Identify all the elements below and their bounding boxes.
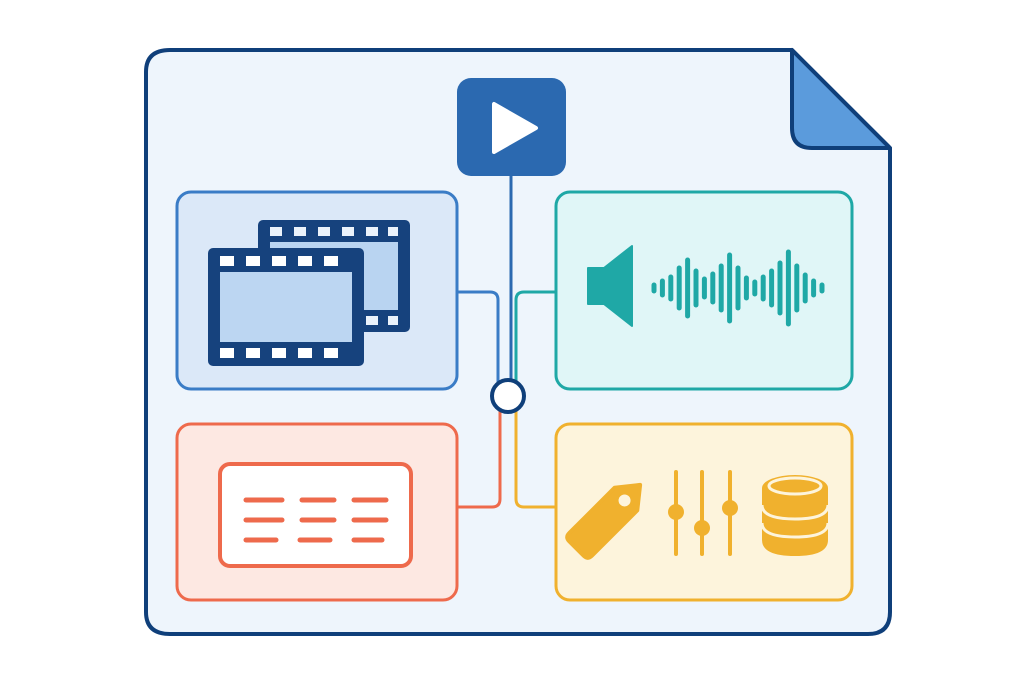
speaker-waveform-icon [587, 245, 825, 327]
database-icon [760, 475, 830, 556]
audio-track-panel[interactable] [554, 190, 854, 391]
folded-corner-icon [790, 48, 892, 150]
subtitle-track-panel[interactable] [175, 422, 459, 602]
speaker-icon [587, 245, 633, 327]
subtitles-icon [218, 462, 413, 568]
video-track-panel[interactable] [175, 190, 459, 391]
video-connector [458, 290, 500, 385]
metadata-connector [514, 410, 556, 509]
audio-connector [514, 290, 556, 385]
junction-node [490, 378, 526, 414]
film-strip-icon [208, 220, 410, 366]
metadata-panel[interactable] [554, 422, 854, 602]
sliders-icon [668, 470, 738, 556]
waveform-icon [651, 249, 825, 327]
subtitle-connector [458, 410, 502, 509]
tag-icon [565, 482, 643, 560]
connector-lines [458, 176, 556, 509]
play-button-icon[interactable] [457, 78, 566, 176]
